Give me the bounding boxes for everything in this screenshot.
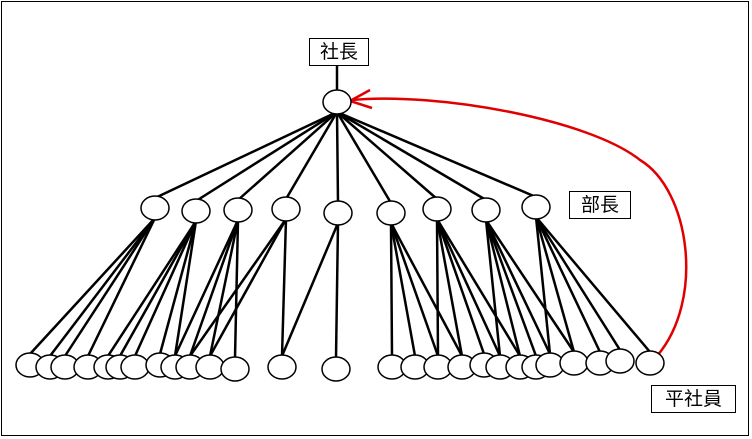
president-manager-edge — [154, 110, 338, 200]
manager-staff-edge — [534, 216, 552, 355]
manager-staff-edge — [208, 218, 288, 357]
manager-staff-edge — [106, 220, 198, 357]
manager-staff-edge — [280, 218, 288, 357]
president-manager-edge — [336, 110, 487, 202]
president-manager-edge — [335, 111, 340, 204]
staff-node — [120, 354, 150, 380]
manager-node — [323, 200, 353, 226]
staff-node — [220, 356, 250, 382]
manager-staff-edge — [484, 219, 552, 355]
president-manager-edge — [336, 110, 537, 199]
manager-staff-edge — [173, 220, 198, 357]
manager-staff-edge — [133, 220, 198, 357]
manager-label: 部長 — [569, 191, 631, 219]
manager-node — [376, 200, 406, 226]
president-node — [322, 89, 352, 115]
manager-staff-edge — [29, 217, 156, 355]
manager-node — [422, 196, 452, 222]
staff-node — [321, 356, 351, 382]
manager-staff-edge — [484, 219, 522, 357]
manager-node — [271, 196, 301, 222]
manager-staff-edge — [389, 222, 464, 357]
manager-staff-edge — [158, 220, 198, 355]
manager-staff-edge — [173, 219, 240, 357]
manager-staff-edge — [389, 222, 394, 357]
manager-staff-edge — [484, 219, 538, 357]
manager-staff-edge — [484, 219, 576, 353]
manager-staff-edge — [534, 216, 602, 353]
staff-node — [635, 350, 665, 376]
manager-staff-edge — [389, 222, 417, 357]
manager-staff-edge — [435, 218, 502, 357]
staff-node — [605, 348, 635, 374]
manager-node — [181, 198, 211, 224]
manager-staff-edge — [188, 219, 240, 357]
manager-staff-edge — [208, 219, 240, 357]
manager-staff-edge — [389, 222, 440, 357]
manager-staff-edge — [435, 218, 440, 357]
manager-staff-edge — [334, 222, 340, 359]
manager-staff-edge — [118, 220, 198, 357]
manager-staff-edge — [484, 219, 502, 357]
staff-label: 平社員 — [651, 385, 736, 413]
manager-node — [521, 194, 551, 220]
staff-node — [195, 354, 225, 380]
president-manager-edge — [335, 111, 393, 204]
manager-staff-edge — [86, 217, 157, 357]
manager-staff-edge — [63, 217, 157, 357]
manager-staff-edge — [280, 222, 340, 357]
manager-staff-edge — [534, 216, 576, 353]
president-manager-edge — [336, 111, 438, 200]
president-manager-edge — [237, 111, 338, 201]
president-manager-edge — [284, 111, 339, 200]
president-manager-edge — [195, 110, 338, 203]
manager-staff-edge — [534, 216, 622, 351]
manager-staff-edge — [188, 218, 288, 357]
manager-staff-edge — [535, 216, 651, 353]
manager-node — [471, 197, 501, 223]
manager-staff-edge — [435, 218, 486, 355]
manager-staff-edge — [435, 218, 522, 357]
staff-node — [559, 350, 589, 376]
manager-staff-edge — [435, 218, 464, 357]
president-label: 社長 — [309, 38, 369, 66]
manager-node — [223, 197, 253, 223]
promotion-arrow — [351, 97, 688, 357]
manager-staff-edge — [49, 217, 156, 357]
manager-node — [140, 195, 170, 221]
staff-node — [267, 354, 297, 380]
